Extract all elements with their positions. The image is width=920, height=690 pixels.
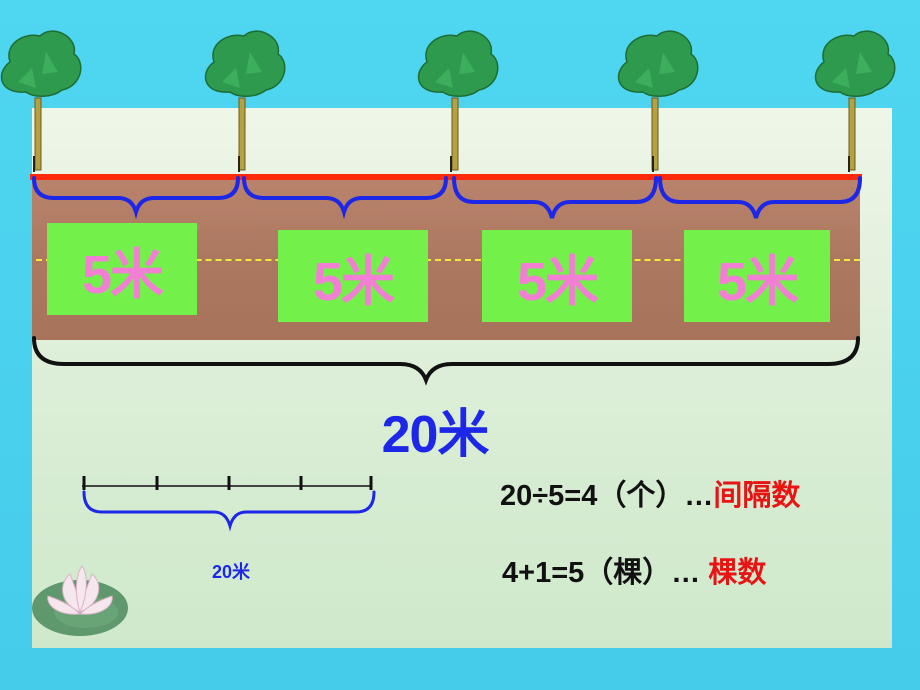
interval-brace	[242, 176, 448, 220]
equation-expr: 4+1=5（棵）…	[502, 557, 709, 589]
interval-label-box: 5米	[482, 230, 632, 322]
equation-trees: 4+1=5（棵）… 棵数	[502, 549, 766, 591]
interval-label-box: 5米	[278, 230, 428, 322]
interval-label-box: 5米	[684, 230, 830, 322]
small-total-brace	[82, 490, 376, 532]
equation-note: 棵数	[708, 557, 767, 589]
interval-brace	[658, 176, 862, 219]
interval-brace	[452, 176, 658, 219]
total-brace	[32, 336, 860, 386]
interval-label: 5米	[81, 244, 164, 305]
interval-brace	[32, 176, 240, 220]
equation-intervals: 20÷5=4（个）…间隔数	[500, 472, 800, 514]
interval-label: 5米	[312, 251, 395, 312]
equation-note: 间隔数	[713, 480, 801, 512]
equation-expr: 20÷5=4（个）…	[500, 480, 714, 512]
total-length-label: 20米	[381, 406, 490, 464]
road-center-line	[36, 259, 860, 261]
interval-label: 5米	[516, 251, 599, 312]
interval-label: 5米	[716, 251, 799, 312]
small-total-label: 20米	[211, 562, 251, 582]
interval-label-box: 5米	[47, 223, 197, 315]
